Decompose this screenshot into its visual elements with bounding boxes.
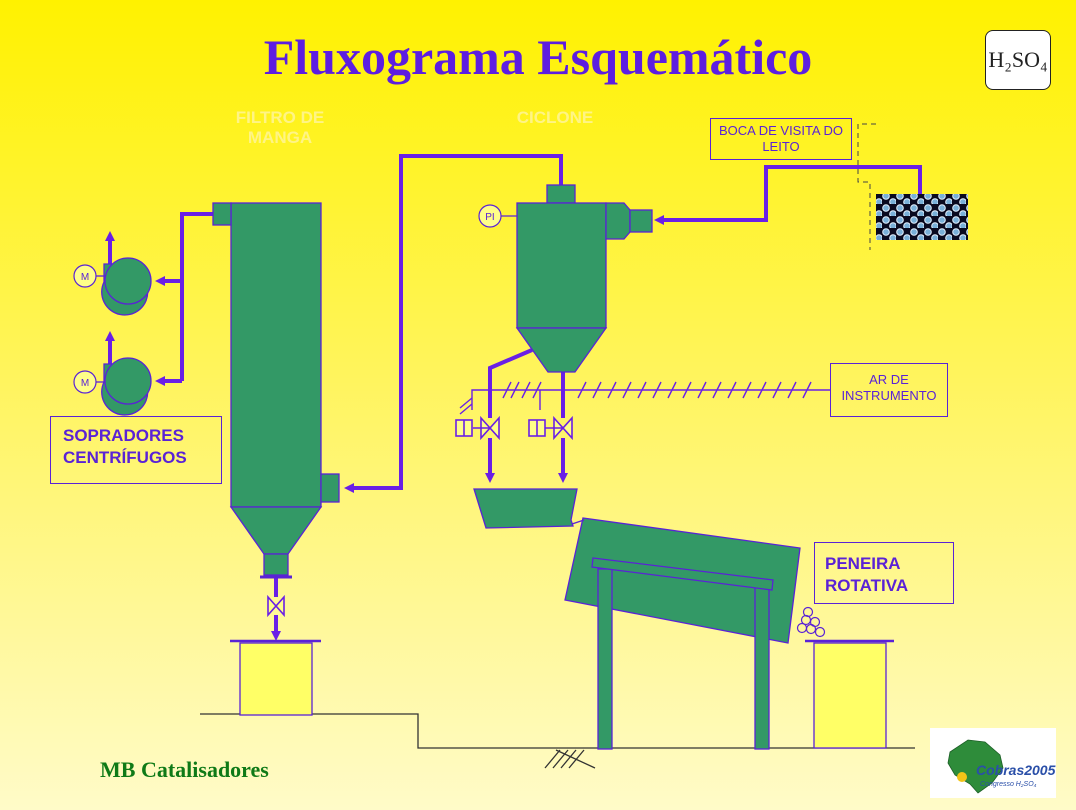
collection-drums <box>230 639 894 749</box>
instrument-air-line <box>459 381 830 415</box>
motor-2-symbol: M <box>81 378 89 389</box>
ciclone-label: CICLONE <box>516 108 594 127</box>
motor-2-icon <box>73 370 97 394</box>
company-name: MB Catalisadores <box>100 757 269 782</box>
pressure-indicator-symbol: PI <box>485 212 494 223</box>
motor-1-symbol: M <box>81 272 89 283</box>
feed-hopper <box>473 488 578 529</box>
bag-filter <box>212 202 340 579</box>
pellets-icon <box>796 606 826 638</box>
h2so4-badge: H₂SO₄ <box>985 30 1051 90</box>
rotary-screen <box>564 517 801 750</box>
cyclone <box>515 184 653 373</box>
filtro-de-manga-label: FILTRO DE MANGA <box>235 108 325 147</box>
boca-de-visita-box: BOCA DE VISITA DO LEITO <box>710 118 852 160</box>
discharge-valves <box>267 415 573 618</box>
ar-de-instrumento-box: AR DE INSTRUMENTO <box>830 363 948 417</box>
cobras-logo-icon <box>930 728 1056 798</box>
logo-subtitle: Congresso H₂SO₄ <box>980 781 1037 788</box>
catalyst-bed <box>876 194 968 240</box>
bed-frame-dashes <box>857 123 876 250</box>
motor-1-icon <box>73 264 97 288</box>
pressure-indicator-icon <box>478 204 502 228</box>
ground-line <box>200 713 915 769</box>
peneira-box: PENEIRA ROTATIVA <box>814 542 954 604</box>
centrifugal-blowers <box>101 257 152 416</box>
logo-text: Cobras2005 <box>976 762 1056 778</box>
process-piping <box>105 154 922 641</box>
sopradores-box: SOPRADORES CENTRÍFUGOS <box>50 416 222 484</box>
slide-title: Fluxograma Esquemático <box>263 29 813 85</box>
motor-connections <box>96 215 517 383</box>
instrument-bubbles <box>73 204 502 394</box>
